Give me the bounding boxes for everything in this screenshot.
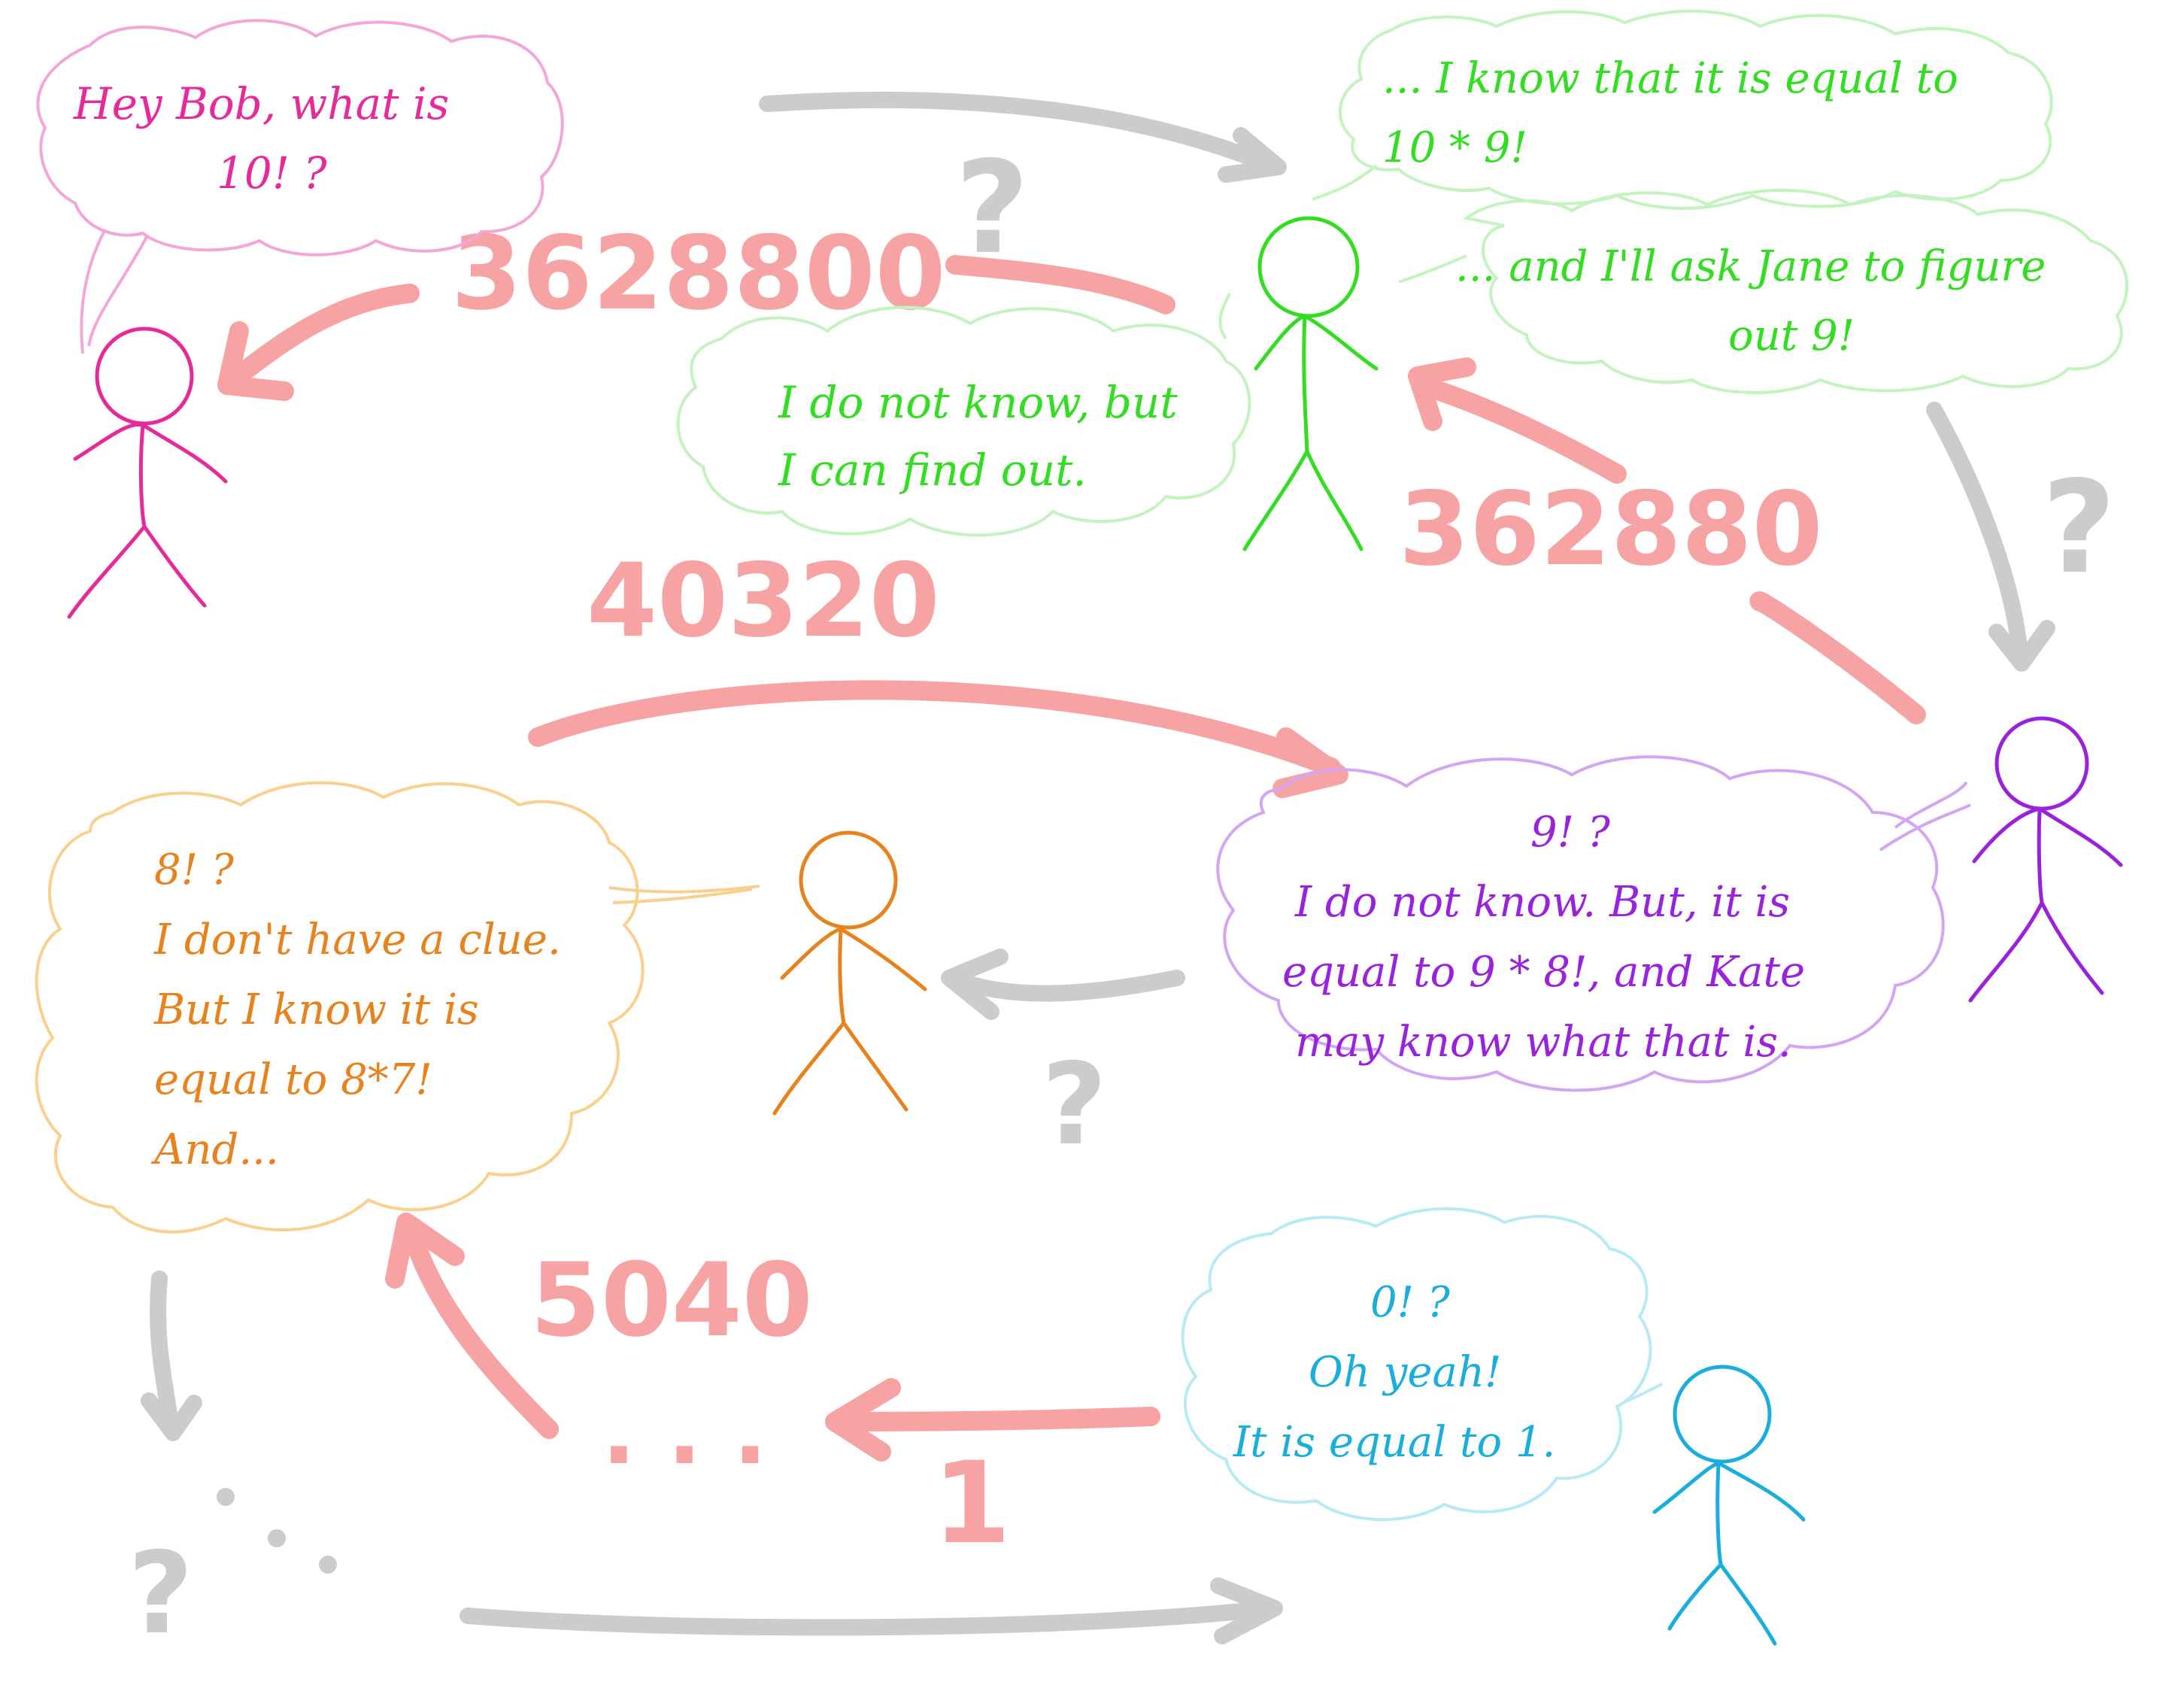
bubble-outline [36,19,564,257]
bubble-last: 0! ? Oh yeah! It is equal to 1. [1181,1207,1663,1522]
bubble-tail [1624,1383,1663,1403]
bubble-tail [1398,254,1467,284]
bubble-line: may know what that is. [1295,1018,1791,1067]
arrow-last-to-dots [829,1407,1160,1431]
arrow-dots-to-kate [402,1224,559,1439]
arrowhead-kate-to-jane [1272,727,1348,798]
result-0-factorial: 1 [933,1438,1011,1569]
bubble-kate: 8! ? I don't have a clue. But I know it … [35,781,760,1234]
result-9-factorial: 362880 [1399,470,1823,588]
bubble-outline [35,781,645,1234]
result-10-factorial: 3628800 [451,214,946,332]
question-mark: ? [128,1529,193,1659]
arrow-bob-return [945,255,1175,314]
arrowhead-alice-to-bob [1218,127,1287,183]
arrow-jane-to-kate [943,970,1185,1002]
bubble-outline [1216,755,1945,1092]
bubble-bob-unknown: I do not know, but I can find out. [676,293,1251,537]
stick-figure-jane [1968,716,2123,1003]
bubble-tail [1879,781,1971,852]
arrowhead-to-alice [217,321,294,401]
bubble-line: ... I know that it is equal to [1382,54,1958,103]
bubble-tail [1312,164,1378,201]
arrow-to-alice [223,284,420,390]
bubble-line: It is equal to 1. [1233,1418,1555,1467]
bubble-line: equal to 8*7! [154,1055,432,1104]
trailing-dots [217,1488,337,1574]
bubble-line: I do not know, but [778,377,1178,428]
bubble-line: But I know it is [153,985,479,1034]
arrowhead-kate-down [141,1392,202,1441]
arrowhead-last-to-dots [825,1378,901,1462]
bubble-bob-equal: ... I know that it is equal to 10 * 9! [1312,9,2053,210]
arrow-jane-to-bob [1749,591,1926,724]
bubble-outline [1181,1207,1652,1522]
bubble-tail [608,885,760,904]
bubble-outline [676,305,1251,537]
question-mark: ? [1042,1040,1107,1170]
stick-figure-kate [772,830,927,1116]
stick-figure-bob [1242,216,1379,551]
arrowhead-dots-to-last [1210,1577,1283,1644]
bubble-line: 9! ? [1530,808,1611,857]
question-arrows [141,91,2055,1644]
bubble-outline [1463,188,2129,394]
bubble-outline [1339,9,2053,210]
bubble-line: I do not know. But, it is [1294,878,1790,927]
bubble-line: Hey Bob, what is [73,78,449,129]
question-marks: ? ? ? ? [128,134,2116,1659]
bubble-bob-ask: ... and I'll ask Jane to figure out 9! [1398,188,2129,394]
bubble-line: Oh yeah! [1309,1348,1502,1397]
arrow-kate-to-jane [528,680,1341,777]
arrow-dots-to-last [460,1600,1279,1636]
result-arrows [217,255,1926,1462]
arrowhead-bob-to-jane [1988,620,2055,672]
stick-figure-alice [67,326,228,619]
result-values: 3628800 362880 40320 5040 1 . . . [451,214,1823,1569]
arrow-alice-to-bob [759,91,1279,174]
arrowhead-dots-to-kate [385,1213,465,1289]
bubble-tail [80,229,148,354]
bubble-line: I don't have a clue. [153,915,561,964]
bubble-line: out 9! [1728,311,1855,360]
bubble-line: equal to 9 * 8!, and Kate [1282,948,1805,997]
result-7-factorial: 5040 [530,1241,813,1359]
stick-figure-last [1652,1365,1806,1646]
arrowhead-jane-to-kate [941,949,1009,1020]
bubble-line: And... [150,1125,279,1174]
arrow-bob-to-jane [1926,402,2028,666]
arrow-kate-down [150,1271,180,1438]
bubble-alice: Hey Bob, what is 10! ? [36,19,564,354]
bubble-line: 0! ? [1370,1278,1451,1327]
bubble-line: 10 * 9! [1382,123,1527,172]
bubble-line: I can find out. [778,445,1087,496]
bubble-line: ... and I'll ask Jane to figure [1455,242,2046,291]
question-mark: ? [2042,454,2116,603]
bubble-line: 10! ? [217,147,328,199]
result-dots: . . . [602,1380,767,1485]
result-8-factorial: 40320 [587,542,940,660]
arrowhead-to-bob [1408,357,1476,431]
bubble-line: 8! ? [154,846,235,894]
bubble-jane: 9! ? I do not know. But, it is equal to … [1216,755,1971,1092]
arrow-to-bob [1419,378,1627,484]
bubble-tail [1218,293,1231,340]
